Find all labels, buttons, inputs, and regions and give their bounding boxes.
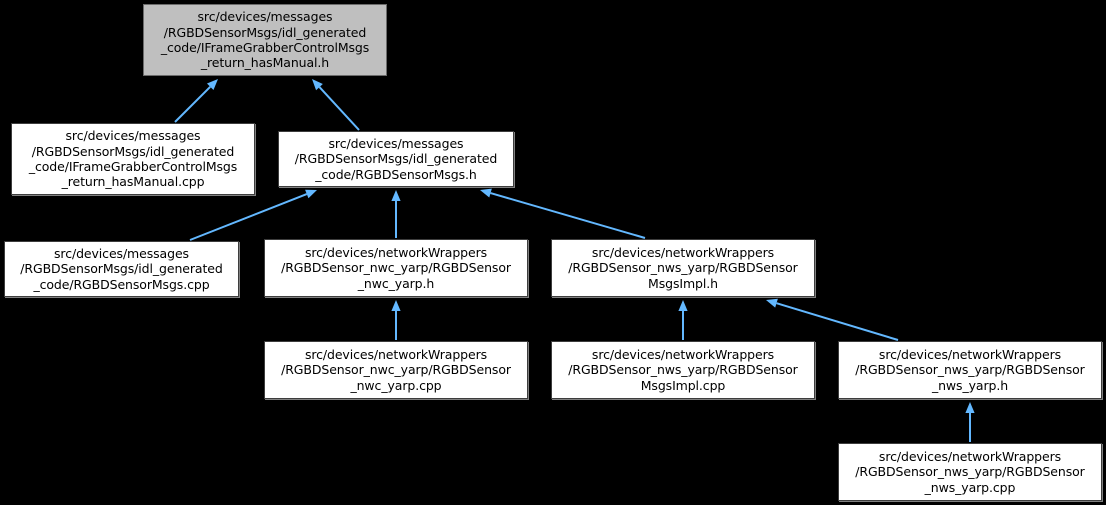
graph-node-label: src/devices/networkWrappers /RGBDSensor_… <box>281 244 511 291</box>
arrow-head <box>678 300 688 311</box>
arrow-head <box>480 188 492 198</box>
graph-node-n8[interactable]: src/devices/networkWrappers /RGBDSensor_… <box>838 341 1102 399</box>
arrow-head <box>391 300 401 311</box>
arrow-head <box>766 298 778 308</box>
graph-node-label: src/devices/networkWrappers /RGBDSensor_… <box>281 346 511 393</box>
graph-node-n7[interactable]: src/devices/networkWrappers /RGBDSensor_… <box>551 341 815 399</box>
dependency-edge-n1-to-n0 <box>174 79 218 123</box>
graph-node-n3[interactable]: src/devices/messages /RGBDSensorMsgs/idl… <box>4 241 239 297</box>
dependency-edge-n8-to-n5 <box>766 298 899 341</box>
graph-node-n9[interactable]: src/devices/networkWrappers /RGBDSensor_… <box>838 443 1102 501</box>
graph-node-label: src/devices/networkWrappers /RGBDSensor_… <box>855 448 1085 495</box>
arrow-head <box>305 189 317 199</box>
graph-node-n0[interactable]: src/devices/messages /RGBDSensorMsgs/idl… <box>143 4 387 76</box>
graph-node-n1[interactable]: src/devices/messages /RGBDSensorMsgs/idl… <box>11 123 255 195</box>
arrow-head <box>206 79 218 91</box>
graph-node-n6[interactable]: src/devices/networkWrappers /RGBDSensor_… <box>264 341 528 399</box>
dependency-edge-n6-to-n4 <box>391 300 401 340</box>
arrow-head <box>391 190 401 201</box>
graph-node-label: src/devices/messages /RGBDSensorMsgs/idl… <box>294 135 498 182</box>
dependency-edge-n2-to-n0 <box>312 79 360 131</box>
graph-node-n4[interactable]: src/devices/networkWrappers /RGBDSensor_… <box>264 239 528 297</box>
graph-node-n2[interactable]: src/devices/messages /RGBDSensorMsgs/idl… <box>278 131 514 187</box>
dependency-edge-n4-to-n2 <box>391 190 401 238</box>
graph-node-label: src/devices/messages /RGBDSensorMsgs/idl… <box>20 245 223 292</box>
graph-node-label: src/devices/networkWrappers /RGBDSensor_… <box>855 346 1085 393</box>
dependency-edge-n3-to-n2 <box>189 189 317 241</box>
dependency-edge-n5-to-n2 <box>480 188 646 239</box>
graph-node-label: src/devices/networkWrappers /RGBDSensor_… <box>568 244 798 291</box>
arrow-head <box>312 79 323 91</box>
dependency-edge-n9-to-n8 <box>965 402 975 442</box>
arrow-head <box>965 402 975 413</box>
graph-node-label: src/devices/messages /RGBDSensorMsgs/idl… <box>28 128 238 190</box>
graph-node-label: src/devices/messages /RGBDSensorMsgs/idl… <box>160 9 370 71</box>
dependency-edge-n7-to-n5 <box>678 300 688 340</box>
graph-node-n5[interactable]: src/devices/networkWrappers /RGBDSensor_… <box>551 239 815 297</box>
graph-node-label: src/devices/networkWrappers /RGBDSensor_… <box>568 346 798 393</box>
